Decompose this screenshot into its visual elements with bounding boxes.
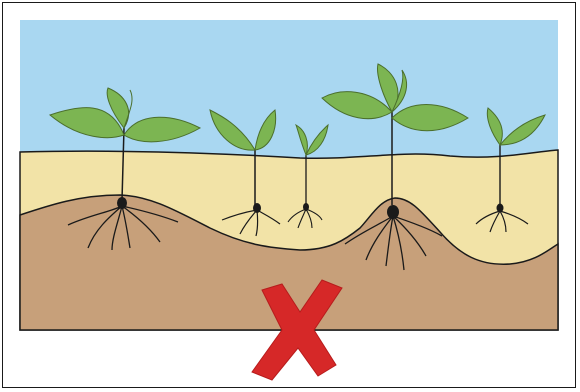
sky: [20, 20, 558, 160]
